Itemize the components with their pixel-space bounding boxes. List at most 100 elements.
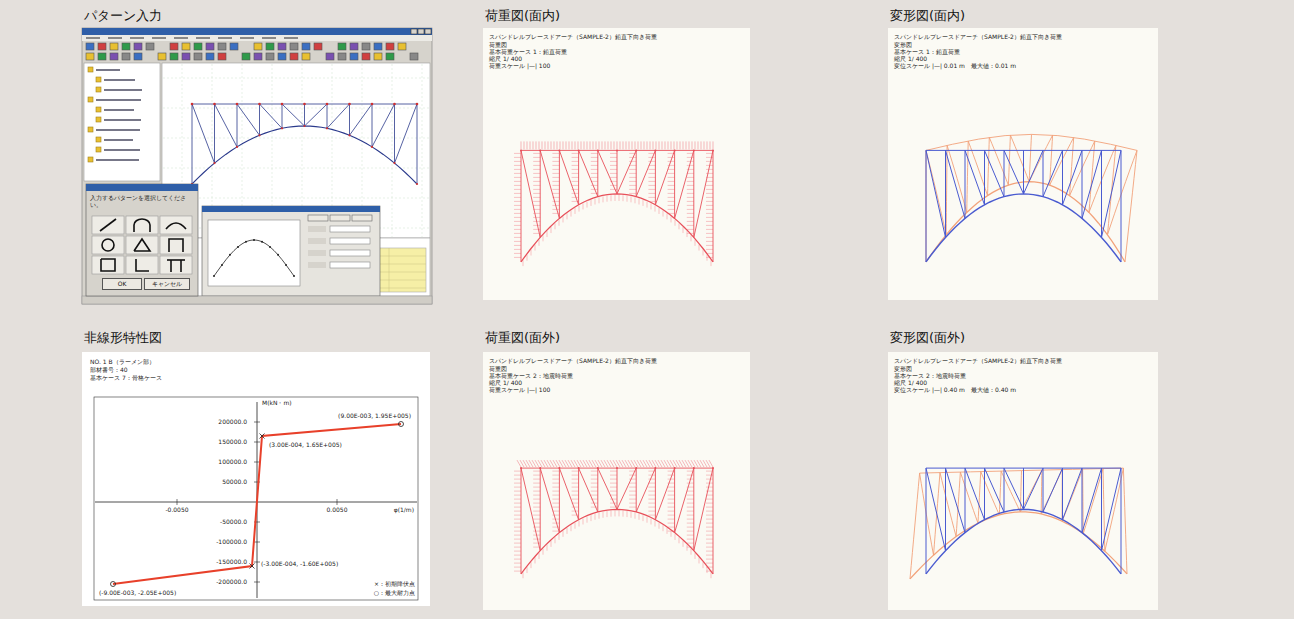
- load-hatch: [687, 177, 694, 178]
- load-hatch: [572, 197, 579, 198]
- load-hatch: [706, 531, 713, 532]
- load-hatch: [653, 141, 654, 149]
- truss-member: [713, 468, 714, 574]
- load-hatch: [610, 479, 617, 480]
- load-hatch: [691, 235, 692, 241]
- load-hatch: [615, 195, 616, 201]
- load-hatch: [692, 141, 693, 149]
- load-hatch: [617, 141, 618, 149]
- tree-icon: [88, 67, 93, 72]
- input-dialog: [202, 206, 380, 296]
- load-hatch: [557, 141, 558, 149]
- menu-item: [152, 37, 166, 39]
- load-hatch: [656, 141, 657, 149]
- screenshot-panel: OKキャンセル入力するパターンを選択してください。パターン入力: [82, 8, 432, 304]
- load-hatch: [572, 515, 579, 516]
- tree-item: [96, 129, 140, 131]
- load-hatch: [668, 193, 675, 194]
- truss-member: [636, 468, 637, 512]
- load-hatch: [552, 495, 559, 496]
- load-hatch: [668, 507, 675, 508]
- axis-tick-label: -0.0050: [164, 506, 189, 513]
- toolbar-icon: [134, 43, 142, 50]
- load-hatch: [514, 153, 521, 154]
- load-hatch: [629, 507, 636, 508]
- toolbar-icon: [338, 53, 346, 60]
- node-dot: [693, 467, 695, 469]
- node-dot: [539, 149, 541, 151]
- load-hatch: [535, 245, 536, 251]
- load-hatch: [514, 185, 521, 186]
- load-hatch: [552, 189, 559, 190]
- window-frame: [82, 28, 432, 304]
- load-hatch: [706, 535, 713, 536]
- load-hatch: [668, 173, 675, 174]
- load-hatch: [687, 511, 694, 512]
- load-hatch: [533, 531, 540, 532]
- point-label: (-9.00E-003, -2.05E+005): [98, 589, 177, 596]
- load-hatch: [706, 229, 713, 230]
- node-dot: [635, 149, 637, 151]
- load-hatch: [668, 141, 669, 149]
- truss-member: [559, 150, 578, 204]
- truss-member: [1024, 150, 1044, 194]
- load-hatch: [603, 196, 604, 202]
- load-hatch: [619, 510, 620, 516]
- grid-line: [163, 198, 429, 199]
- pattern-cell: [126, 216, 158, 234]
- load-hatch: [581, 141, 582, 149]
- tree-icon: [88, 127, 93, 132]
- load-hatch: [533, 499, 540, 500]
- pattern-cell: [92, 216, 124, 234]
- load-hatch: [686, 141, 687, 149]
- truss-member: [655, 468, 656, 520]
- load-hatch: [552, 479, 559, 480]
- grid-line: [163, 168, 429, 169]
- load-hatch: [543, 235, 544, 241]
- toolbar-icon: [314, 43, 322, 50]
- menu-bar: [82, 35, 432, 41]
- load-hatch: [706, 499, 713, 500]
- load-hatch: [552, 491, 559, 492]
- load-hatch: [552, 201, 559, 202]
- toolbar-icon: [266, 43, 274, 50]
- load-hatch: [629, 173, 636, 174]
- dialog-body: [86, 184, 198, 296]
- load-hatch: [677, 141, 678, 149]
- truss-member: [1082, 468, 1102, 532]
- load-hatch: [610, 157, 617, 158]
- toolbar-icon: [86, 53, 94, 60]
- load-hatch: [567, 213, 568, 219]
- chart-header: NO. 1 B（ラーメン部）: [90, 358, 155, 365]
- truss-member: [579, 468, 598, 512]
- load-hatch: [635, 513, 636, 519]
- load-hatch: [572, 487, 579, 488]
- figure-header: スパンドレルブレースドアーチ（SAMPLE-2）鉛直下向き荷重: [489, 33, 657, 40]
- load-hatch: [610, 475, 617, 476]
- node-dot: [326, 127, 328, 129]
- load-hatch: [552, 181, 559, 182]
- load-hatch: [629, 193, 636, 194]
- axis-tick: [254, 542, 260, 543]
- load-hatch: [663, 211, 664, 217]
- load-hatch: [680, 141, 681, 149]
- axis-tick: [177, 499, 178, 505]
- truss-member: [578, 150, 579, 204]
- toolbar-icon: [206, 53, 214, 60]
- figure-panel: スパンドレルブレースドアーチ（SAMPLE-2）鉛直下向き荷重変形図基本ケース …: [888, 8, 1158, 300]
- load-hatch: [706, 519, 713, 520]
- truss-member: [1121, 150, 1122, 262]
- window-button: [425, 29, 431, 34]
- truss-member: [578, 468, 579, 520]
- chart-header: 部材番号：40: [90, 366, 128, 373]
- load-hatch: [552, 471, 559, 472]
- load-hatch: [514, 563, 521, 564]
- load-hatch: [552, 515, 559, 516]
- panel-heading: パターン入力: [84, 8, 162, 24]
- load-hatch: [704, 141, 705, 149]
- tree-item: [104, 139, 133, 141]
- arch-rib: [521, 194, 713, 262]
- load-hatch: [575, 141, 576, 149]
- load-hatch: [706, 237, 713, 238]
- load-hatch: [610, 161, 617, 162]
